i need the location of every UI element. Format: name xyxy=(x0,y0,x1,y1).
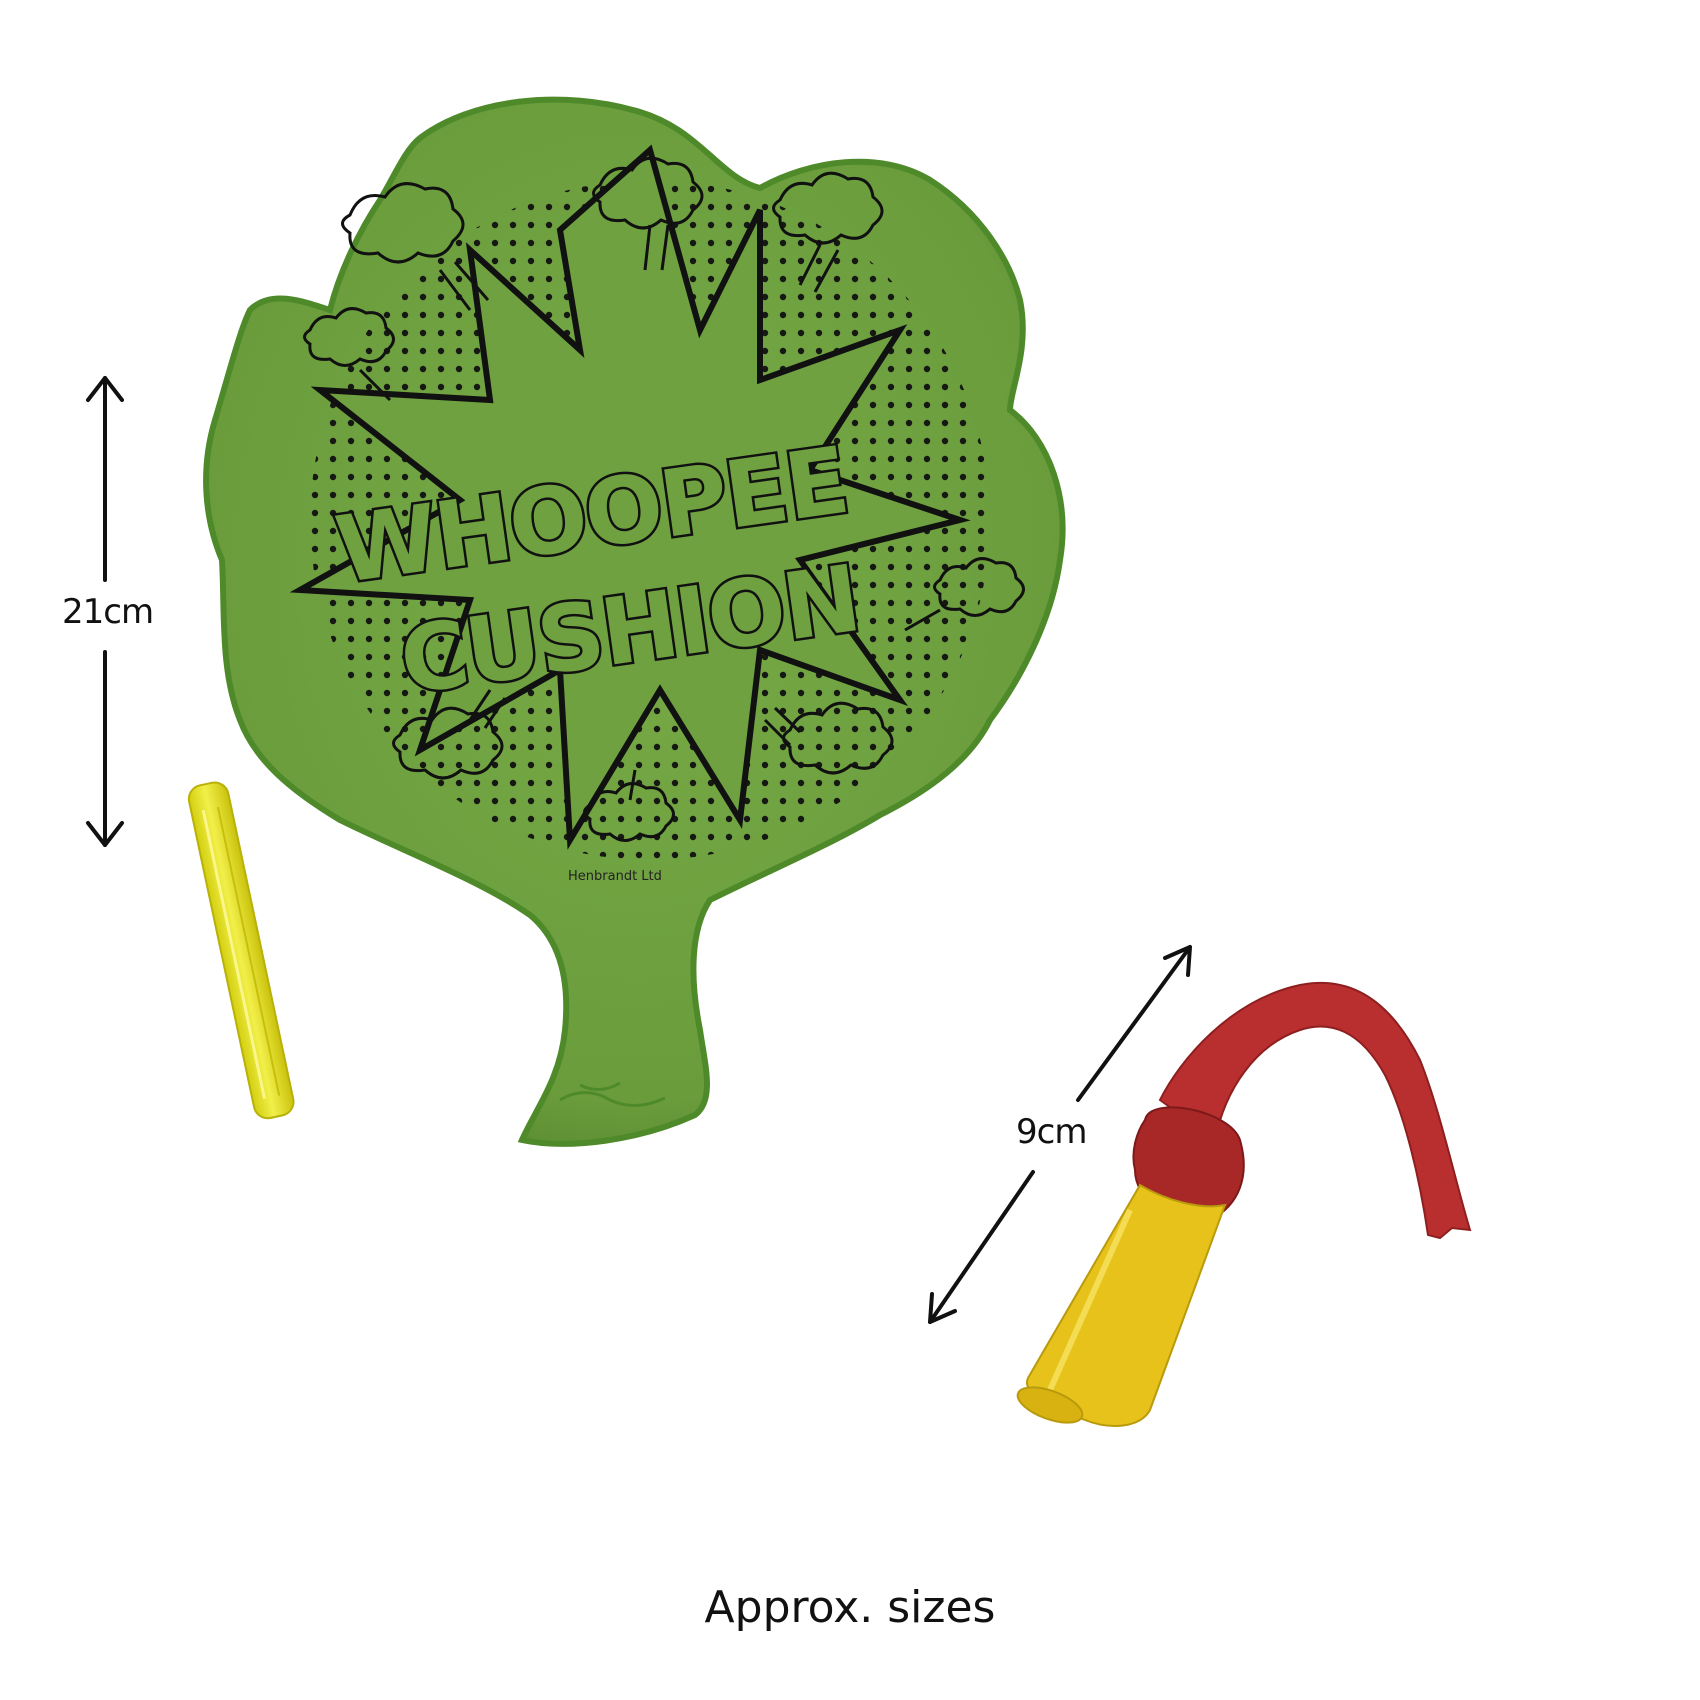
puff-clouds xyxy=(303,156,1025,842)
brand-mark: Henbrandt Ltd xyxy=(568,869,662,884)
yellow-tube xyxy=(187,781,295,1120)
grip-end xyxy=(1016,1386,1084,1424)
comic-burst xyxy=(289,144,971,850)
plug-length-label: 9cm xyxy=(1016,1112,1087,1152)
caption: Approx. sizes xyxy=(704,1582,996,1633)
whoopee-plug xyxy=(1016,981,1472,1427)
cushion-height-label: 21cm xyxy=(62,592,154,632)
red-flap xyxy=(1158,981,1472,1240)
length-dimension-arrow xyxy=(928,945,1192,1324)
height-dimension-arrow xyxy=(86,376,124,847)
whoopee-cushion: WHOOPEE CUSHION Henbrandt Ltd xyxy=(203,96,1066,1147)
speed-streaks xyxy=(358,224,941,801)
neck-wrinkles xyxy=(559,1081,666,1107)
